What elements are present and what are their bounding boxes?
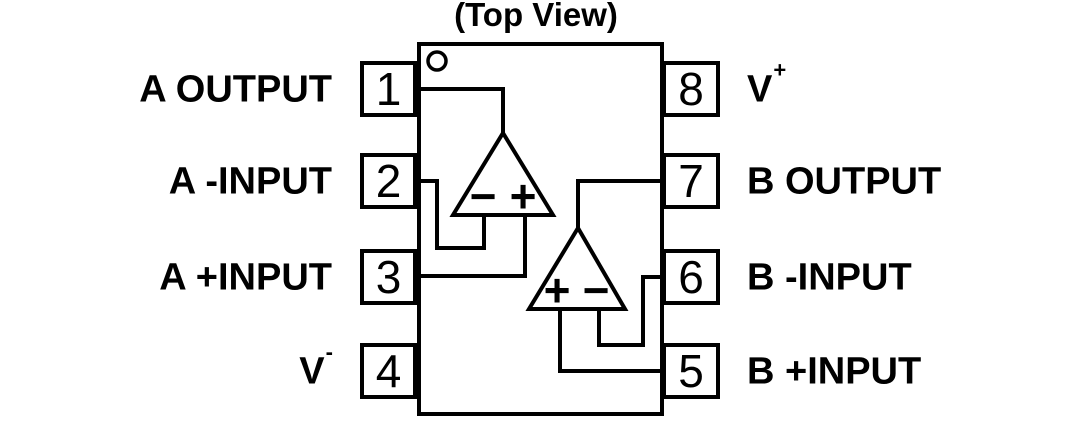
opamp-b-plus-sign-icon: + bbox=[544, 264, 571, 316]
pin-2-number: 2 bbox=[375, 155, 402, 207]
pin-4-label: V- bbox=[299, 341, 333, 393]
opamp-b-minus-sign-icon: − bbox=[583, 264, 610, 316]
pin1-indicator-circle bbox=[426, 50, 448, 72]
pin-7-box bbox=[662, 153, 720, 209]
pin-4-number: 4 bbox=[375, 345, 402, 397]
pin-2-label-text: A -INPUT bbox=[168, 160, 332, 203]
opamp-a-triangle bbox=[449, 129, 557, 217]
ic-body bbox=[417, 42, 664, 416]
pin-3-label: A +INPUT bbox=[159, 256, 333, 299]
pin-1-label-text: A OUTPUT bbox=[139, 68, 332, 111]
pin-6-box bbox=[662, 249, 720, 305]
pin-5-label-text: B +INPUT bbox=[747, 350, 922, 393]
wire-pin6-opamp-b-minus bbox=[597, 275, 662, 347]
pin-3-box bbox=[360, 249, 417, 305]
pin-7-number: 7 bbox=[678, 155, 704, 207]
pin-5-box bbox=[662, 343, 720, 399]
pin-4-label-text: V bbox=[299, 350, 325, 393]
wire-pin1-opamp-a-output bbox=[419, 87, 505, 137]
pin-3-number: 3 bbox=[375, 251, 402, 303]
pin-7-label: B OUTPUT bbox=[747, 160, 942, 203]
pin-4-label-sup: - bbox=[325, 339, 333, 365]
pin-1-label: A OUTPUT bbox=[139, 68, 333, 111]
opamp-a-minus-sign-icon: − bbox=[470, 170, 497, 222]
pin-7-label-text: B OUTPUT bbox=[747, 160, 942, 203]
pin-5-number: 5 bbox=[678, 345, 704, 397]
diagram-title: (Top View) bbox=[454, 0, 618, 33]
pin-8-label-text: V bbox=[747, 68, 773, 111]
pin-5-label: B +INPUT bbox=[747, 350, 922, 393]
pin-8-number: 8 bbox=[678, 63, 704, 115]
pin-6-number: 6 bbox=[678, 251, 704, 303]
pin-3-label-text: A +INPUT bbox=[159, 256, 332, 299]
pin-6-label: B -INPUT bbox=[747, 256, 913, 299]
pin-2-box bbox=[360, 153, 417, 209]
pin-4-box bbox=[360, 343, 417, 399]
pin-8-label: V+ bbox=[747, 59, 786, 111]
pin-8-box bbox=[662, 61, 720, 117]
pin-6-label-text: B -INPUT bbox=[747, 256, 912, 299]
wire-pin2-opamp-a-minus bbox=[419, 179, 486, 250]
opamp-a-plus-sign-icon: + bbox=[510, 170, 537, 222]
pin-1-number: 1 bbox=[375, 63, 402, 115]
wire-pin3-opamp-a-plus bbox=[419, 213, 527, 278]
pin-2-label: A -INPUT bbox=[168, 160, 333, 203]
wire-pin5-opamp-b-plus bbox=[558, 307, 662, 373]
pin-1-box bbox=[360, 61, 417, 117]
wire-pin7-opamp-b-output bbox=[576, 179, 662, 231]
pin-8-label-sup: + bbox=[773, 57, 787, 83]
opamp-b-triangle bbox=[525, 224, 629, 311]
